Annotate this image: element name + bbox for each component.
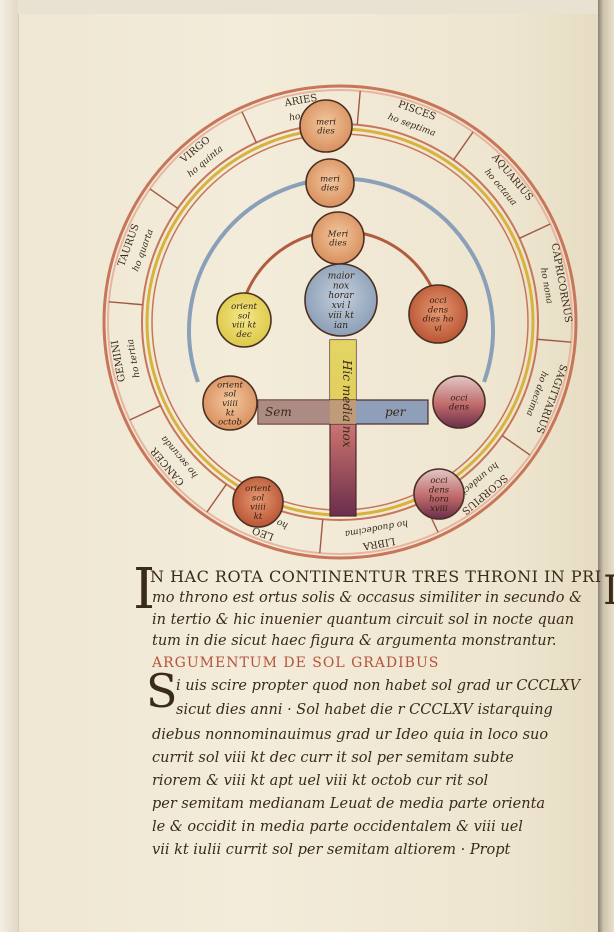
disc-center (304, 263, 378, 337)
disc-bottom_left (232, 476, 284, 528)
disc-bottom_right (413, 468, 465, 520)
zodiac-divider (356, 90, 361, 125)
zodiac-divider (108, 301, 143, 306)
text-line-6: sicut dies anni · Sol habet die r CCCLXV… (176, 702, 553, 718)
zodiac-divider (149, 188, 179, 210)
cross-left-text: Sem (265, 405, 292, 419)
disc-top1 (299, 99, 353, 153)
zodiac-hour-label: ho nona (538, 267, 554, 305)
book-gutter (598, 0, 614, 932)
disc-right (408, 284, 468, 344)
initial-I: I (133, 557, 156, 622)
manuscript-page (18, 14, 599, 932)
text-line-12: vii kt iulii currit sol per semitam alti… (152, 842, 511, 858)
cross-right-text: per (385, 405, 407, 419)
text-line-7: diebus nonnominauimus grad ur Ideo quia … (152, 727, 549, 743)
text-line-11: le & occidit in media parte occidentalem… (152, 819, 523, 835)
rubric-heading: ARGUMENTUM DE SOL GRADIBUS (152, 655, 440, 671)
zodiac-divider (206, 483, 228, 513)
text-line-2: mo throno est ortus solis & occasus simi… (152, 590, 583, 606)
zodiac-sign-label: GEMINI (110, 339, 128, 382)
zodiac-divider (537, 338, 572, 343)
disc-left (216, 292, 272, 348)
text-line-9: riorem & viii kt apt uel viii kt octob c… (152, 773, 489, 789)
text-line-5: i uis scire propter quod non habet sol g… (176, 678, 581, 694)
facing-page-initial: I (603, 568, 614, 614)
zodiac-divider (519, 223, 551, 239)
zodiac-divider (319, 519, 324, 554)
text-line-8: currit sol viii kt dec curr it sol per s… (152, 750, 514, 766)
text-line-1: N HAC ROTA CONTINENTUR TRES THRONI IN PR… (150, 567, 602, 586)
zodiac-divider (241, 111, 257, 143)
zodiac-sign-label: CAPRICORNUS (549, 242, 574, 323)
zodiac-divider (452, 131, 474, 161)
disc-top2 (305, 158, 355, 208)
text-line-3: in tertio & hic inuenier quantum circuit… (152, 612, 575, 628)
text-line-10: per semitam medianam Leuat de media part… (152, 796, 546, 812)
page-edge-left (0, 0, 18, 932)
cross-vertical-text: Hic media nox (340, 359, 354, 448)
initial-S: S (146, 664, 178, 718)
disc-left_low (202, 375, 258, 431)
zodiac-divider (129, 405, 161, 421)
zodiac-hour-label: ho tertia (126, 338, 143, 378)
cross (257, 339, 429, 517)
zodiac-divider (501, 434, 531, 456)
text-line-4: tum in die sicut haec figura & argumenta… (152, 633, 557, 649)
disc-right_low (432, 375, 486, 429)
